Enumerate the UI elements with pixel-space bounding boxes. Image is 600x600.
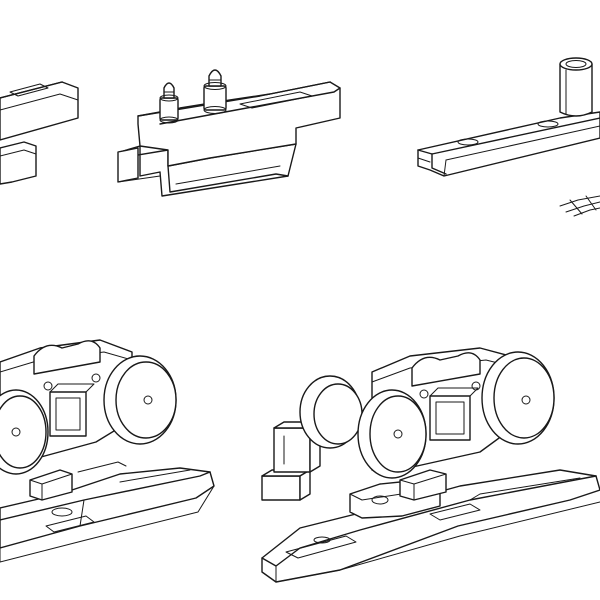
pin-left — [159, 82, 179, 124]
bumper-block — [261, 421, 321, 501]
guide-wheel — [299, 375, 363, 449]
wheel-right-right-carriage — [481, 351, 555, 445]
rail-bracket-left-partial — [0, 81, 79, 185]
channel-stop-with-cylinder — [417, 57, 600, 217]
pin-bracket — [117, 69, 341, 197]
wheel-left-left-carriage — [0, 389, 49, 475]
pin-right — [203, 69, 227, 114]
stop-cylinder — [559, 57, 593, 117]
roller-carriage-left — [0, 339, 215, 563]
small-clip-part — [559, 195, 600, 217]
wheel-right-left-carriage — [103, 355, 177, 445]
wheel-left-right-carriage — [357, 389, 427, 479]
roller-carriage-right — [261, 347, 600, 583]
